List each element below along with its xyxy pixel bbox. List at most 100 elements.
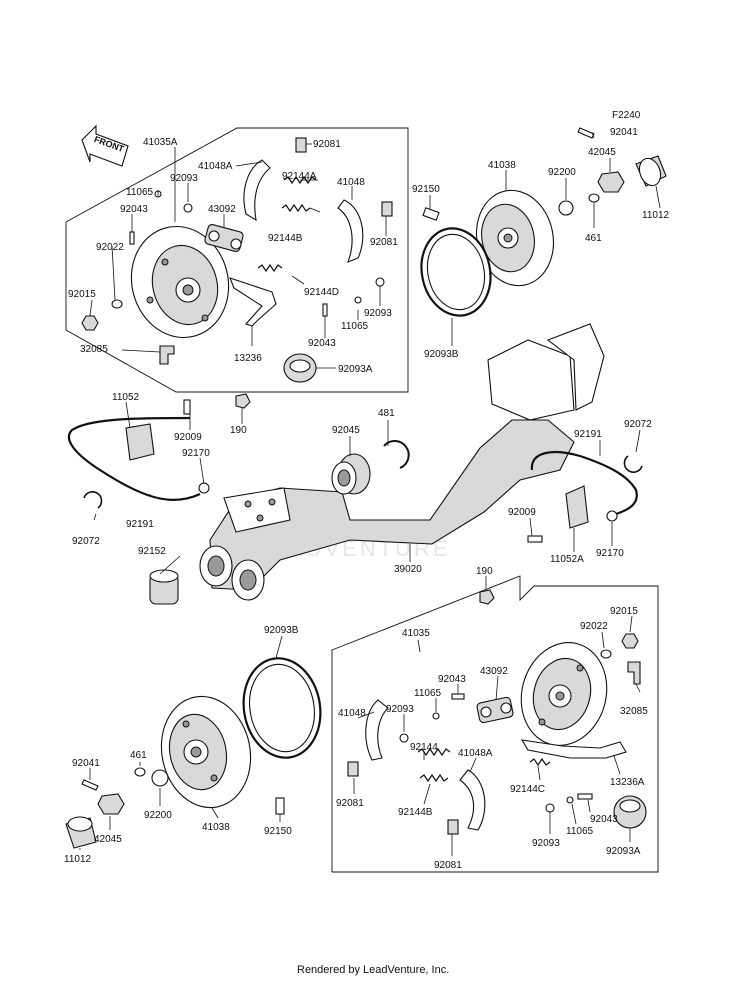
brake-backing-plate-left [130, 225, 230, 339]
part-label: 92093A [338, 364, 373, 375]
leader-lines [79, 131, 661, 856]
brake-shoe-41048A-upper [243, 159, 271, 222]
part-label: 92093 [170, 173, 198, 184]
part-label: 92081 [313, 139, 341, 150]
pin-11065-right-upper [354, 296, 362, 304]
part-label: 92144 [410, 742, 438, 753]
pin-92043-right-upper [322, 303, 328, 317]
part-label: 92022 [580, 621, 608, 632]
cotter-pin-92041-upper [577, 127, 595, 139]
bolt-92009-left [183, 399, 191, 415]
part-label: 11065 [341, 321, 369, 332]
part-label: 11012 [64, 854, 92, 865]
part-label: 43092 [480, 666, 508, 677]
part-label: 92043 [590, 814, 618, 825]
brake-hose-92191-right [530, 450, 638, 516]
part-label: 11012 [642, 210, 670, 221]
pin-92043-lower-left [451, 693, 465, 700]
brake-shoe-41048-lower [365, 699, 389, 761]
part-label: 92009 [508, 507, 536, 518]
bearing-92045 [331, 453, 371, 495]
bracket-32085-upper [159, 345, 175, 365]
part-label: 41038 [202, 822, 230, 833]
adjuster-92081-lower-mid [447, 819, 459, 835]
axle-housing-39020 [199, 323, 605, 601]
part-label: 92191 [574, 429, 602, 440]
part-label: 92015 [68, 289, 96, 300]
bolt-92150-lower [275, 797, 285, 815]
part-label: 92041 [610, 127, 638, 138]
adjuster-92081-top [295, 137, 307, 153]
circlip-481 [383, 440, 410, 469]
part-label: 92170 [182, 448, 210, 459]
part-label: 92081 [336, 798, 364, 809]
part-label: 92144D [304, 287, 339, 298]
part-label: 42045 [588, 147, 616, 158]
part-label: 41048 [337, 177, 365, 188]
figure-code: F2240 [612, 110, 641, 121]
bracket-11052A [565, 485, 589, 529]
part-label: 92144B [398, 807, 433, 818]
part-label: 92022 [96, 242, 124, 253]
washer-92200-lower [151, 769, 169, 787]
part-label: 92009 [174, 432, 202, 443]
clamp-92170-left [198, 482, 210, 494]
part-label: 92150 [264, 826, 292, 837]
part-label: 42045 [94, 834, 122, 845]
clip-461-lower [134, 767, 146, 777]
part-label: 461 [130, 750, 147, 761]
brake-backing-plate-right [520, 642, 608, 746]
upper-left-assembly-frame [65, 127, 409, 393]
cotter-pin-92041-lower [81, 779, 99, 791]
part-label: 92200 [548, 167, 576, 178]
part-label: 32085 [80, 344, 108, 355]
part-label: 92081 [434, 860, 462, 871]
part-label: 92045 [332, 425, 360, 436]
bushing-92152 [149, 569, 179, 605]
footer-credit: Rendered by LeadVenture, Inc. [297, 964, 449, 976]
part-label: 481 [378, 408, 395, 419]
cap-11012-upper [635, 155, 667, 187]
nut-42045-lower [97, 793, 125, 815]
clip-461-upper [588, 193, 600, 203]
nut-42045-upper [597, 171, 625, 193]
pin-11065-lower-right [566, 796, 574, 804]
brake-drum-liner-92093B-upper [420, 227, 492, 317]
bracket-32085-lower [627, 661, 641, 685]
spring-92144B-upper [281, 203, 311, 213]
clamp-92170-right [606, 510, 618, 522]
part-label: 92041 [72, 758, 100, 769]
part-label: 39020 [394, 564, 422, 575]
spring-92144B-lower [419, 773, 449, 783]
washer-92093-right-upper [375, 277, 385, 287]
bracket-11052 [125, 423, 155, 461]
part-label: 92093 [386, 704, 414, 715]
part-label: 13236 [234, 353, 262, 364]
pin-11065-lower-left [432, 712, 440, 720]
clip-92022-upper [111, 299, 123, 309]
part-label: 11065 [126, 187, 154, 198]
clip-92022-lower [600, 649, 612, 659]
part-labels: 41035A 41048A 92081 92093 11065 92144A 4… [64, 127, 670, 871]
cap-11012-lower [65, 816, 97, 849]
part-label: 92093 [532, 838, 560, 849]
washer-92200-upper [558, 200, 574, 216]
union-bolt-190-left [235, 393, 251, 409]
front-arrow-icon: FRONT [81, 124, 129, 167]
spring-92144 [417, 747, 451, 757]
part-label: 41035 [402, 628, 430, 639]
part-label: 41035A [143, 137, 178, 148]
nut-92015-upper [81, 315, 99, 331]
part-label: 92093B [264, 625, 299, 636]
part-label: 92093B [424, 349, 459, 360]
part-label: 92081 [370, 237, 398, 248]
part-label: 41048 [338, 708, 366, 719]
seal-92093A-lower [613, 795, 647, 829]
part-label: 92043 [308, 338, 336, 349]
brake-shoe-41048A-lower [459, 769, 486, 831]
lower-right-assembly-frame [331, 575, 659, 873]
seal-92093A-upper [283, 353, 317, 383]
part-label: 11065 [414, 688, 442, 699]
part-label: 11065 [566, 826, 594, 837]
